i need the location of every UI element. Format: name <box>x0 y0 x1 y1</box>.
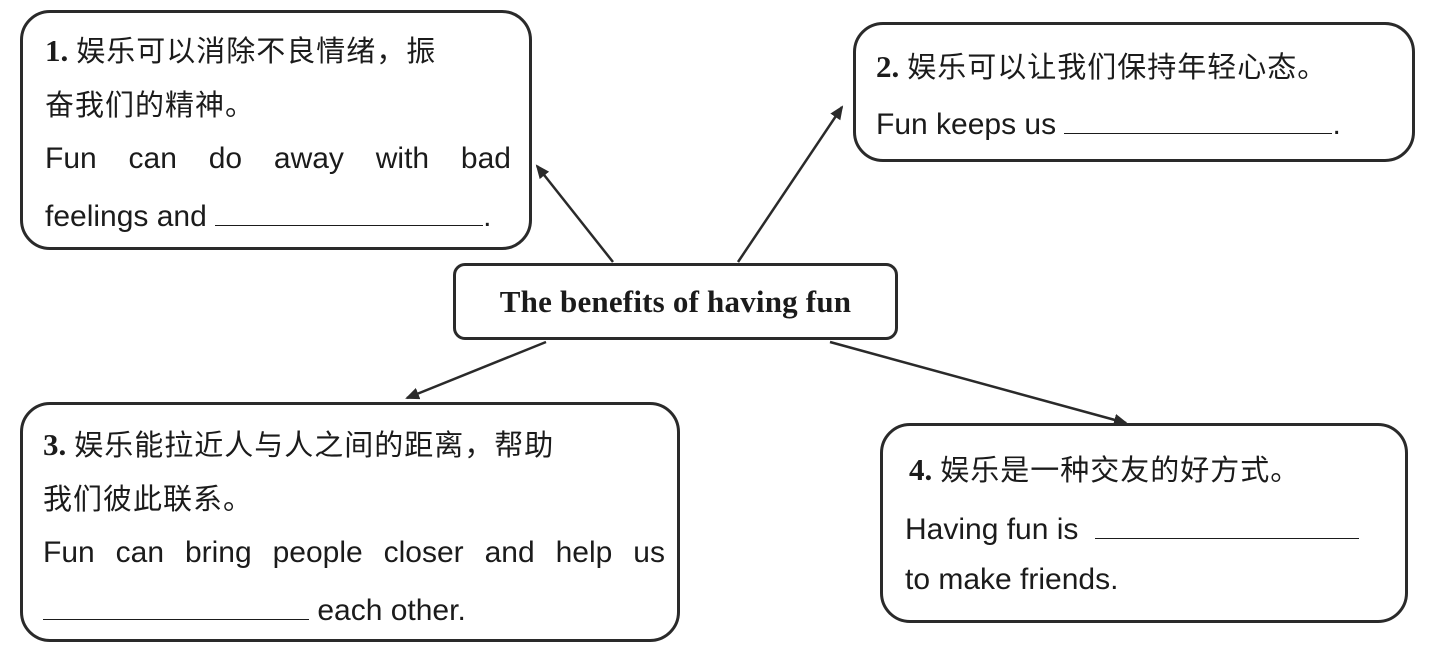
box-4-text-before-blank: Having fun is <box>905 513 1079 546</box>
benefit-box-2: 2.娱乐可以让我们保持年轻心态。 Fun keeps us . <box>853 22 1415 162</box>
box-1-word: with <box>375 142 430 175</box>
box-1-word: do <box>208 142 243 175</box>
arrow-to-box-4 <box>829 340 1128 426</box>
box-3-word: closer <box>383 536 464 569</box>
box-1-word: bad <box>460 142 511 175</box>
box-2-period: . <box>1332 108 1341 141</box>
box-3-text-after-blank: each other. <box>317 594 466 627</box>
benefit-box-4: 4.娱乐是一种交友的好方式。 Having fun is to make fri… <box>880 423 1408 623</box>
box-3-word: bring <box>184 536 252 569</box>
box-3-number: 3. <box>43 427 67 462</box>
box-1-word: Fun <box>45 142 97 175</box>
box-1-en-line-2: feelings and . <box>45 195 491 235</box>
box-1-cn-line-2: 奋我们的精神。 <box>45 88 256 122</box>
box-4-en-line-1: Having fun is <box>905 508 1359 548</box>
box-1-word: away <box>273 142 344 175</box>
box-1-cn-line-1: 1.娱乐可以消除不良情绪，振 <box>45 33 436 69</box>
box-3-cn-text-1: 娱乐能拉近人与人之间的距离，帮助 <box>74 428 555 462</box>
central-topic-box: The benefits of having fun <box>453 263 898 340</box>
box-3-word: can <box>115 536 165 569</box>
box-3-word: Fun <box>43 536 95 569</box>
arrow-to-box-1 <box>535 164 614 263</box>
box-1-cn-text-1: 娱乐可以消除不良情绪，振 <box>76 34 437 68</box>
box-3-en-line-2: each other. <box>43 589 466 629</box>
arrow-to-box-2 <box>736 105 844 263</box>
box-3-word: help <box>555 536 613 569</box>
box-2-number: 2. <box>876 49 900 84</box>
box-1-period: . <box>483 200 492 233</box>
box-2-en-line-1: Fun keeps us . <box>876 103 1341 143</box>
box-1-text-before-blank: feelings and <box>45 200 207 233</box>
box-1-number: 1. <box>45 33 69 68</box>
central-topic-title: The benefits of having fun <box>499 283 852 319</box>
box-2-text-before-blank: Fun keeps us <box>876 108 1057 141</box>
box-4-cn-text-1: 娱乐是一种交友的好方式。 <box>940 453 1301 487</box>
answer-blank-1[interactable] <box>215 195 484 226</box>
benefit-box-3: 3.娱乐能拉近人与人之间的距离，帮助 我们彼此联系。 Fun can bring… <box>20 402 680 642</box>
box-4-number: 4. <box>909 452 933 487</box>
box-2-cn-text-1: 娱乐可以让我们保持年轻心态。 <box>907 50 1328 84</box>
box-3-cn-line-2: 我们彼此联系。 <box>43 482 254 516</box>
box-3-cn-line-1: 3.娱乐能拉近人与人之间的距离，帮助 <box>43 427 554 463</box>
benefit-box-1: 1.娱乐可以消除不良情绪，振 奋我们的精神。 Fun can do away w… <box>20 10 532 250</box>
answer-blank-4[interactable] <box>1094 508 1359 539</box>
box-3-word: us <box>633 536 665 569</box>
box-3-word: and <box>484 536 535 569</box>
box-3-en-line-1: Fun can bring people closer and help us <box>43 535 665 571</box>
box-1-en-line-1: Fun can do away with bad <box>45 141 511 177</box>
box-4-cn-line-1: 4.娱乐是一种交友的好方式。 <box>909 452 1300 488</box>
box-3-word: people <box>272 536 363 569</box>
answer-blank-3[interactable] <box>43 589 309 620</box>
arrow-to-box-3 <box>405 340 547 400</box>
answer-blank-2[interactable] <box>1064 103 1333 134</box>
box-1-word: can <box>128 142 177 175</box>
box-2-cn-line-1: 2.娱乐可以让我们保持年轻心态。 <box>876 49 1327 85</box>
box-4-en-line-2: to make friends. <box>905 563 1119 596</box>
